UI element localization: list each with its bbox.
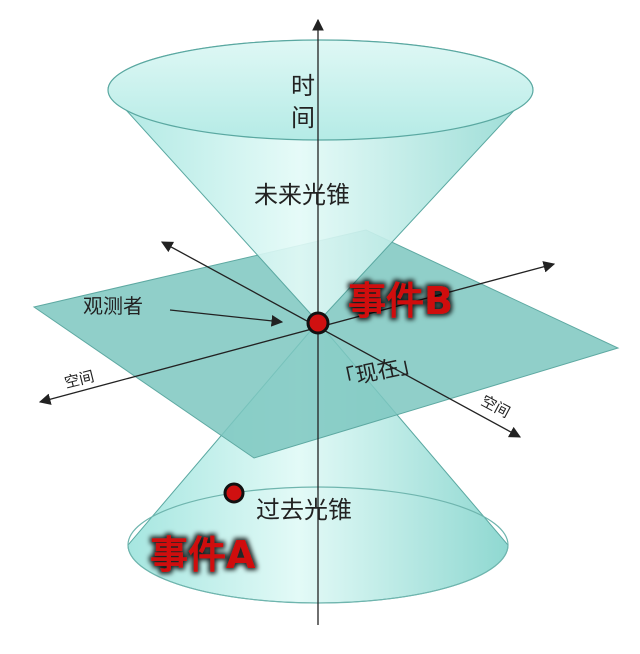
time-axis-label-1: 时: [291, 72, 315, 100]
event-a-label: 事件A: [150, 533, 256, 577]
time-axis-label-2: 间: [291, 104, 315, 132]
past-cone-label: 过去光锥: [256, 496, 352, 524]
future-cone-label: 未来光锥: [254, 181, 350, 209]
space-axis-2: [38, 261, 556, 405]
future-cone: [107, 39, 534, 323]
event-b-dot: [306, 311, 330, 335]
event-b-label: 事件B: [348, 279, 453, 323]
observer-label: 观测者: [83, 294, 143, 318]
event-a-dot: [223, 482, 245, 504]
observer-pointer: [169, 309, 284, 327]
